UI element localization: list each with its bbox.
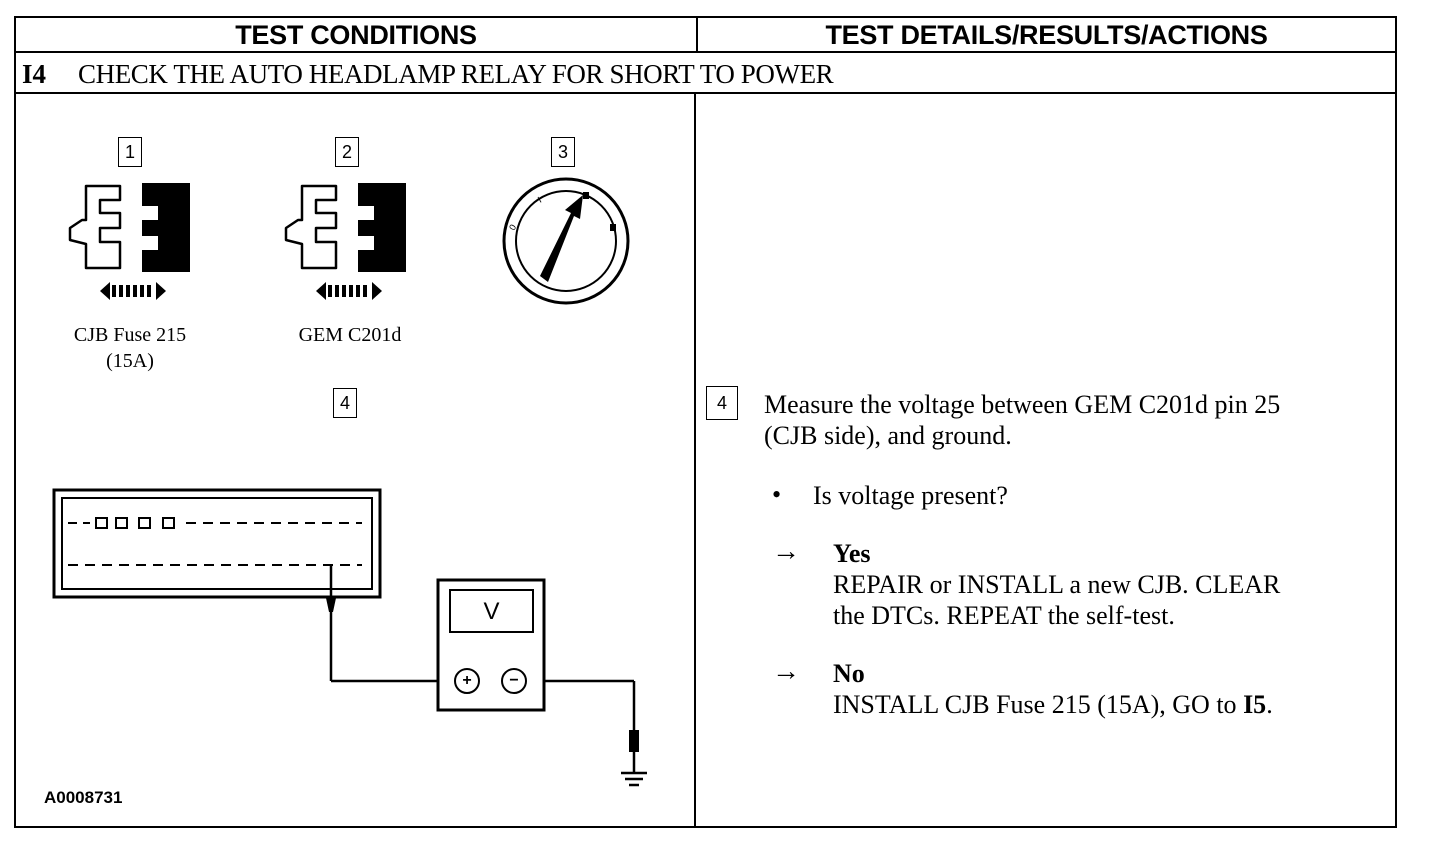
bullet-icon: • [772,480,782,509]
gem-connector-breakout [52,488,382,599]
gem-connector-icon [284,183,406,300]
step-divider [14,92,1397,94]
ignition-switch-icon: 0 I [502,177,630,305]
condition-3-label: 3 [551,137,575,167]
minus-terminal-symbol: − [509,672,519,689]
question: Is voltage present? [813,481,1008,510]
yes-action-line2: the DTCs. REPEAT the self-test. [833,601,1175,630]
gem-caption: GEM C201d [298,324,402,346]
test-conditions-header: TEST CONDITIONS [235,19,477,50]
goto-step-link: I5 [1243,690,1267,719]
fuse-caption-line2: (15A) [106,350,154,372]
no-label: No [833,659,865,688]
disconnect-arrow-icon [316,282,382,300]
no-arrow-icon: → [772,656,800,687]
ground-icon [621,771,647,787]
test-details-header: TEST DETAILS/RESULTS/ACTIONS [825,19,1268,50]
header-divider [14,51,1397,53]
fuse-caption-line1: CJB Fuse 215 [73,324,187,346]
header-column-divider [696,16,698,52]
fuse-connector-icon [68,183,190,300]
svg-text:I: I [536,195,543,205]
test-conditions-diagram: 0 I [52,177,647,787]
instruction-line2: (CJB side), and ground. [764,421,1012,450]
detail-step-label: 4 [706,386,738,420]
body-column-divider [694,92,696,828]
yes-action-line1: REPAIR or INSTALL a new CJB. CLEAR [833,570,1281,599]
test-table [14,16,1397,828]
instruction: Measure the voltage between GEM C201d pi… [764,389,1280,451]
voltmeter-icon [436,578,546,712]
art-id: A0008731 [44,788,123,807]
no-branch: No INSTALL CJB Fuse 215 (15A), GO to I5. [833,658,1273,720]
step-heading: I4 CHECK THE AUTO HEADLAMP RELAY FOR SHO… [22,56,834,92]
voltmeter-symbol: V [483,598,500,625]
yes-branch: Yes REPAIR or INSTALL a new CJB. CLEAR t… [833,538,1280,631]
no-action-text: INSTALL CJB Fuse 215 (15A), GO to [833,690,1244,719]
svg-text:0: 0 [507,223,518,232]
step-number: I4 [22,58,47,89]
condition-4-label: 4 [333,388,357,418]
no-action-line1: INSTALL CJB Fuse 215 (15A), GO to I5. [833,689,1273,720]
fuse-caption: CJB Fuse 215 (15A) [50,322,210,374]
plus-terminal-symbol: + [462,672,472,689]
disconnect-arrow-icon [100,282,166,300]
yes-label: Yes [833,539,871,568]
condition-2-label: 2 [335,137,359,167]
instruction-line1: Measure the voltage between GEM C201d pi… [764,390,1281,419]
yes-arrow-icon: → [772,536,800,567]
condition-1-label: 1 [118,137,142,167]
test-leads [326,565,639,773]
step-title: CHECK THE AUTO HEADLAMP RELAY FOR SHORT … [78,58,834,89]
no-action-suffix: . [1266,690,1273,719]
